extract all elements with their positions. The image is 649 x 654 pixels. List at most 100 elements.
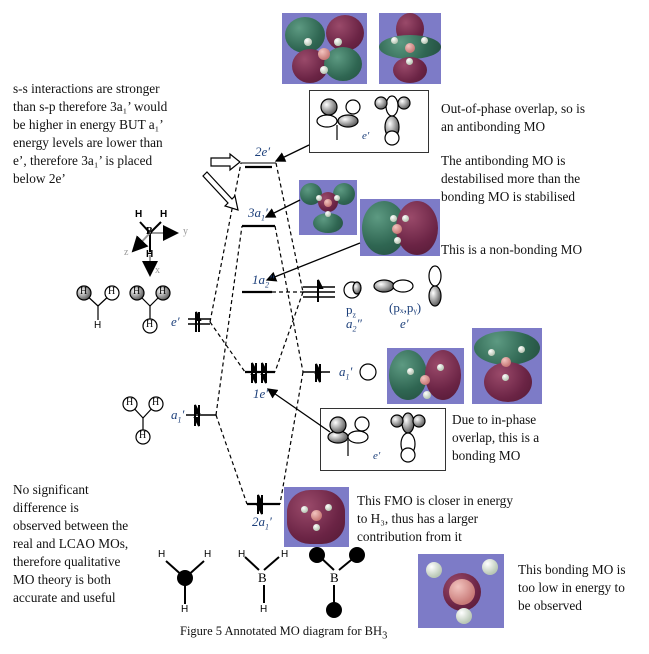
level-label-text: 3a xyxy=(248,205,261,220)
hydrogen-atom xyxy=(502,374,509,381)
electron-arrows xyxy=(193,279,324,515)
hydrogen-atom xyxy=(426,562,442,578)
atom-h: H xyxy=(94,320,102,331)
note-line: below 2e’ xyxy=(13,171,66,186)
pz-symmetry-label: a2″ xyxy=(346,316,362,334)
antibonding-box-cartoon xyxy=(316,95,411,146)
note-line: to H₃, thus has a larger xyxy=(357,511,479,526)
hydrogen-atom xyxy=(334,195,340,201)
hydrogen-atom xyxy=(334,38,342,46)
atom-h: H xyxy=(139,430,147,441)
atom-h: H xyxy=(146,319,154,330)
hydrogen-atom xyxy=(304,38,312,46)
axis-label-y: y xyxy=(183,226,188,237)
hydrogen-atom xyxy=(407,368,414,375)
hydrogen-atom xyxy=(325,211,331,217)
non-bonding-note: This is a non-bonding MO xyxy=(441,242,583,257)
note-line: This FMO is closer in energy xyxy=(357,493,513,508)
label-text: a xyxy=(346,316,353,331)
orbital-render-2e-b xyxy=(379,13,441,84)
hydrogen-atom xyxy=(320,66,328,74)
note-line: bonding MO is stabilised xyxy=(441,189,576,204)
hydrogen-atom xyxy=(316,195,322,201)
hollow-arrow-diag xyxy=(202,171,239,211)
h3-a1-cartoon xyxy=(122,396,164,445)
note-line: overlap, this is a xyxy=(452,430,540,445)
boron-atom xyxy=(392,224,402,234)
axis-sketch xyxy=(131,221,179,277)
atom-b: B xyxy=(258,570,267,585)
hydrogen-atom xyxy=(421,37,428,44)
hydrogen-atom xyxy=(391,37,398,44)
hydrogen-atom xyxy=(437,364,444,371)
boron-ao-cartoons xyxy=(343,265,442,381)
atom-h: H xyxy=(146,249,154,260)
boron-atom xyxy=(449,579,475,605)
no-difference-note: No significant difference is observed be… xyxy=(13,481,128,607)
axis-label-z: z xyxy=(124,247,129,258)
in-phase-note: Due to in-phase overlap, this is a bondi… xyxy=(452,411,539,465)
boron-atom xyxy=(311,510,322,521)
note-line: be higher in energy BUT a₁’ xyxy=(13,117,164,132)
level-label-text: 2a xyxy=(252,514,265,529)
note-line: Due to in-phase xyxy=(452,412,537,427)
h3-a1-label: a1′ xyxy=(171,407,185,425)
lobe-negative xyxy=(396,201,438,255)
destabilised-note: The antibonding MO is destabilised more … xyxy=(441,152,580,206)
caption-text: Figure 5 Annotated MO diagram for BH xyxy=(180,624,383,638)
hollow-arrow-right xyxy=(210,152,241,172)
hydrogen-atom xyxy=(301,506,308,513)
level-label-2e: 2e′ xyxy=(255,144,271,159)
note-line: an antibonding MO xyxy=(441,119,546,134)
orbital-render-1e-a xyxy=(387,348,464,404)
note-line: energy levels are lower than xyxy=(13,135,163,150)
note-line: be observed xyxy=(518,598,582,613)
atom-h: H xyxy=(126,397,134,408)
hydrogen-atom xyxy=(482,559,498,575)
h3-e-label: e′ xyxy=(171,314,180,329)
lobe-negative xyxy=(326,15,364,51)
orbital-render-1e-b xyxy=(472,328,542,404)
note-line: No significant xyxy=(13,482,89,497)
hydrogen-atom xyxy=(518,346,525,353)
note-line: This bonding MO is xyxy=(518,562,626,577)
py-orbital-b xyxy=(428,285,442,307)
note-line: accurate and useful xyxy=(13,590,116,605)
hydrogen-atom xyxy=(423,391,431,399)
level-label-1a2: 1a2″ xyxy=(252,272,275,290)
boron-atom xyxy=(420,375,430,385)
boron-atom xyxy=(405,43,415,53)
bonding-box-cartoon xyxy=(327,412,426,463)
h3-e-cartoon-a xyxy=(76,285,120,320)
hydrogen-atom xyxy=(456,608,472,624)
level-label-text: 1a xyxy=(252,272,265,287)
out-of-phase-note: Out-of-phase overlap, so is an antibondi… xyxy=(441,100,585,136)
h3-e-cartoon-b xyxy=(129,285,171,334)
pxpy-label: (pₓ,pᵧ) xyxy=(389,300,422,315)
correlation-lines xyxy=(209,162,304,505)
lobe-negative xyxy=(484,362,532,402)
hydrogen-atom xyxy=(313,524,320,531)
level-label-2a1: 2a1′ xyxy=(252,514,272,532)
hydrogen-atom xyxy=(402,215,409,222)
pz-label: pz xyxy=(346,302,357,320)
note-line: observed between the xyxy=(13,518,129,533)
fmo-note: This FMO is closer in energy to H₃, thus… xyxy=(357,492,513,546)
level-label-1e: 1e′ xyxy=(253,386,269,401)
bh3-structure-bottom xyxy=(244,556,280,603)
atom-h: H xyxy=(159,286,167,297)
atom-h: H xyxy=(204,549,212,560)
note-line: MO theory is both xyxy=(13,572,111,587)
note-line: contribution from it xyxy=(357,529,462,544)
s-orbital xyxy=(359,363,377,381)
orbital-render-2a1 xyxy=(284,487,349,547)
hydrogen-atom xyxy=(325,504,332,511)
note-line: too low in energy to xyxy=(518,580,625,595)
atom-b: B xyxy=(330,570,339,585)
px-orbital-b xyxy=(392,279,414,293)
atom-h: H xyxy=(80,286,88,297)
level-label-3a1: 3a1′ xyxy=(248,205,268,223)
bonding-box-symmetry: e′ xyxy=(373,450,381,462)
atom-h: H xyxy=(152,397,160,408)
hollow-arrows xyxy=(202,152,241,211)
